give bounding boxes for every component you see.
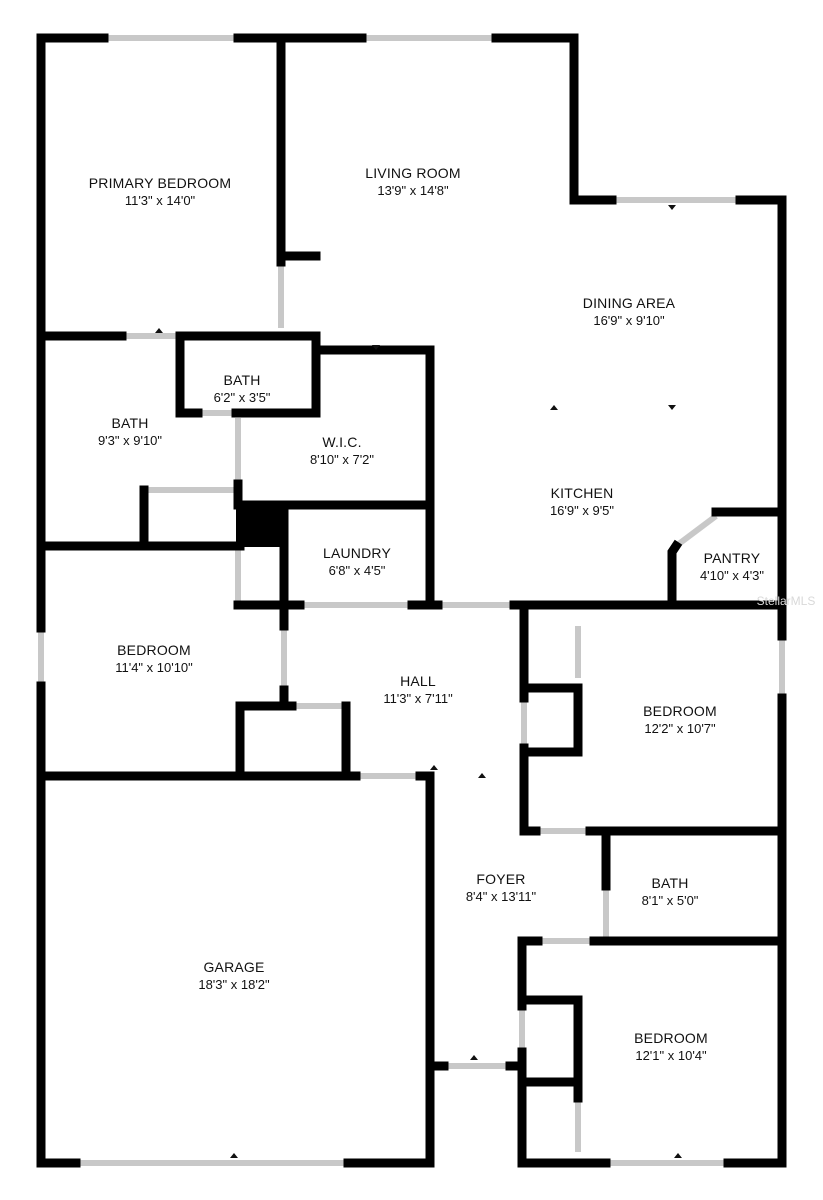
tick-mark [372, 345, 380, 350]
room-wic-dims: 8'10" x 7'2" [310, 452, 374, 467]
room-labels: PRIMARY BEDROOM 11'3" x 14'0" LIVING ROO… [89, 165, 765, 1063]
tick-mark [155, 328, 163, 333]
walls [36, 33, 787, 1168]
room-kitchen-dims: 16'9" x 9'5" [550, 503, 614, 518]
room-pantry-name: PANTRY [704, 550, 761, 566]
room-bedroom-south-name: BEDROOM [634, 1030, 708, 1046]
room-bath-primary-dims: 9'3" x 9'10" [98, 433, 162, 448]
room-bath-primary-name: BATH [111, 415, 148, 431]
room-living-room-name: LIVING ROOM [365, 165, 461, 181]
wall-garage-east [415, 771, 435, 1071]
wall-ext-east-a [735, 195, 787, 641]
room-kitchen-name: KITCHEN [551, 485, 614, 501]
room-pantry-dims: 4'10" x 4'3" [700, 568, 764, 583]
tick-mark [674, 1153, 682, 1158]
room-laundry-dims: 6'8" x 4'5" [329, 563, 386, 578]
room-bath-small-dims: 6'2" x 3'5" [214, 390, 271, 405]
wall-closet-hall-w [235, 701, 297, 781]
room-dining-area-dims: 16'9" x 9'10" [593, 313, 665, 328]
room-garage-name: GARAGE [203, 959, 264, 975]
room-dining-area-name: DINING AREA [583, 295, 676, 311]
mechanical-block [236, 503, 284, 547]
wall-ext-west-b [36, 681, 81, 1168]
room-bath-hall-dims: 8'1" x 5'0" [642, 893, 699, 908]
wall-small-bath-w [175, 331, 203, 418]
room-bedroom-south-dims: 12'1" x 10'4" [635, 1048, 707, 1063]
watermark: StellarMLS [757, 594, 816, 608]
tick-mark [430, 765, 438, 770]
wall-wic-east [311, 345, 435, 610]
wall-closet-south-a [517, 995, 583, 1103]
wall-bedroom-east-w-b [519, 743, 541, 836]
wall-ext-top-c [491, 33, 617, 205]
tick-mark [478, 773, 486, 778]
room-hall-name: HALL [400, 673, 436, 689]
tick-mark [470, 1055, 478, 1060]
room-bedroom-east-dims: 12'2" x 10'7" [644, 721, 716, 736]
wall-ext-south-b [343, 1061, 449, 1168]
wall-small-bath [175, 331, 321, 418]
wall-ext-south-c [505, 1061, 611, 1168]
tick-mark [668, 205, 676, 210]
room-foyer-dims: 8'4" x 13'11" [466, 889, 537, 904]
door-pantry [674, 513, 718, 549]
room-bath-hall-name: BATH [651, 875, 688, 891]
room-wic-name: W.I.C. [322, 434, 361, 450]
room-bedroom-west-name: BEDROOM [117, 642, 191, 658]
room-primary-bedroom-dims: 11'3" x 14'0" [125, 193, 196, 208]
wall-closet-east [519, 683, 583, 757]
wall-bedroom-south-w-a [517, 936, 543, 1011]
tick-mark [550, 405, 558, 410]
room-foyer-name: FOYER [476, 871, 525, 887]
openings [38, 35, 785, 1166]
tick-marks [155, 205, 682, 1158]
room-hall-dims: 11'3" x 7'11" [383, 691, 453, 706]
tick-mark [668, 405, 676, 410]
room-laundry-name: LAUNDRY [323, 545, 392, 561]
room-bedroom-west-dims: 11'4" x 10'10" [115, 660, 193, 675]
room-primary-bedroom-name: PRIMARY BEDROOM [89, 175, 232, 191]
room-bedroom-east-name: BEDROOM [643, 703, 717, 719]
wall-pantry-west [667, 539, 683, 610]
room-bath-small-name: BATH [223, 372, 260, 388]
room-garage-dims: 18'3" x 18'2" [198, 977, 270, 992]
tick-mark [230, 1153, 238, 1158]
wall-ext-east-b [723, 693, 787, 1168]
room-living-room-dims: 13'9" x 14'8" [377, 183, 449, 198]
